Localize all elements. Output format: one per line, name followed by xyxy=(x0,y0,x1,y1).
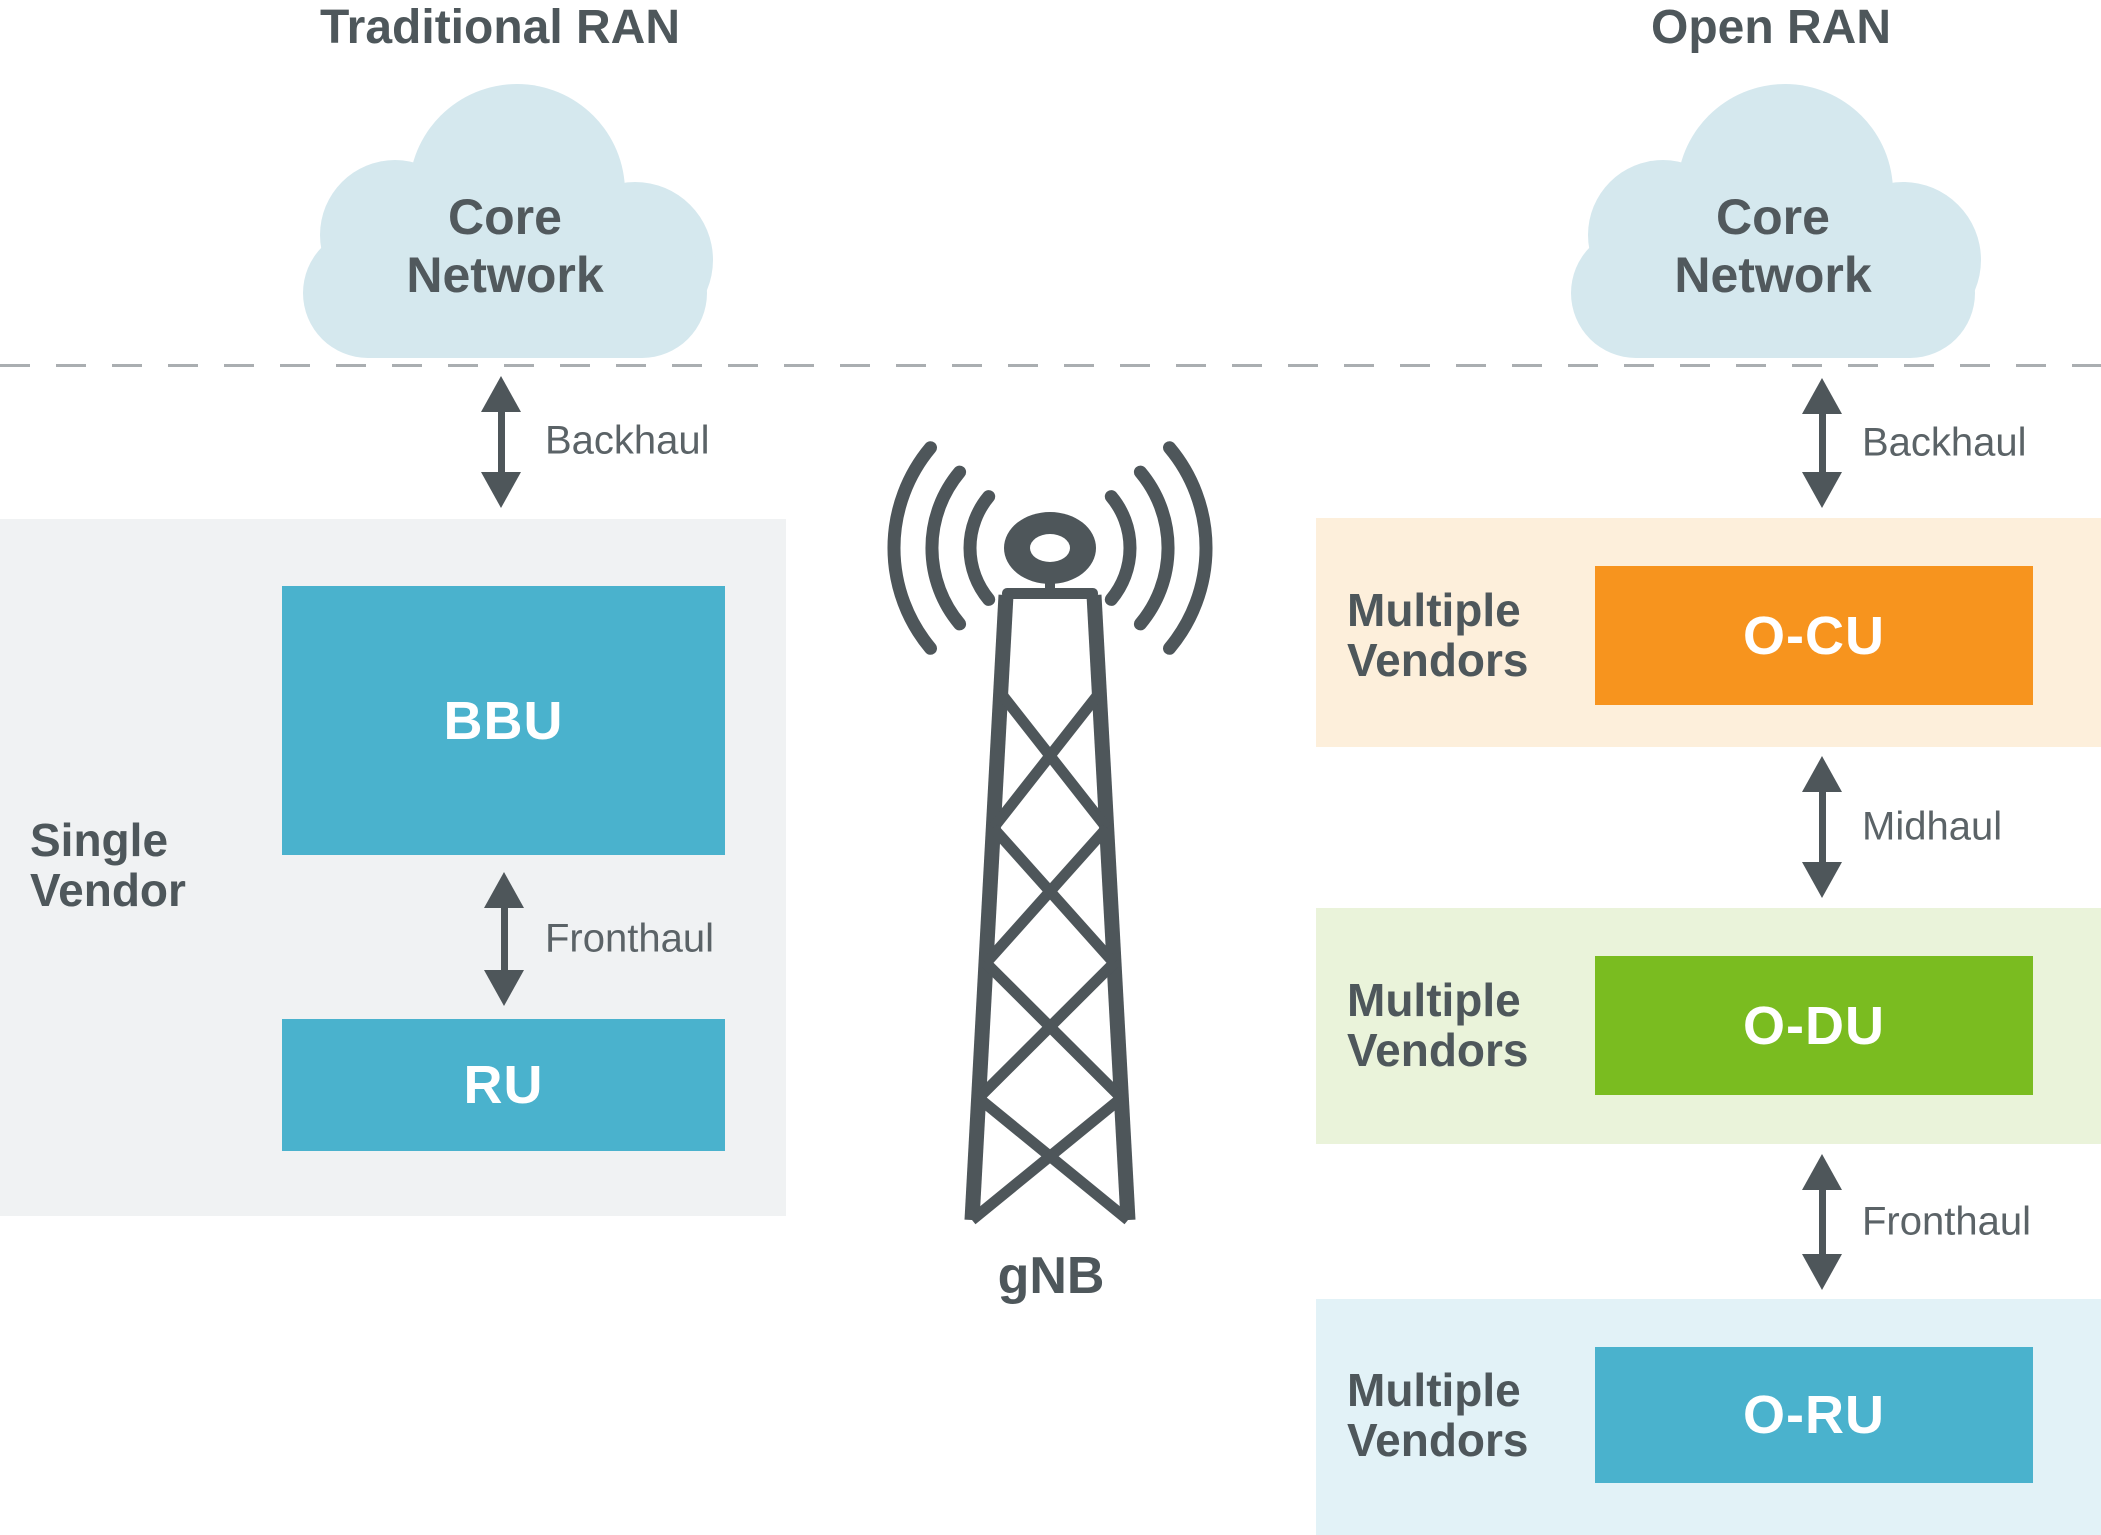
arrow-shaft xyxy=(1818,1182,1826,1262)
fronthaul-arrow-right-icon xyxy=(1802,1154,1842,1290)
arrow-shaft xyxy=(500,900,508,978)
multiple-vendors-label-ocu: Multiple Vendors xyxy=(1347,584,1529,686)
core-ran-boundary-dashed-line xyxy=(0,364,2101,367)
open-ran-title: Open RAN xyxy=(1651,1,1891,54)
bbu-box: BBU xyxy=(282,586,725,855)
backhaul-label-right: Backhaul xyxy=(1862,420,2027,465)
ru-label: RU xyxy=(463,1055,544,1115)
arrow-down-head-icon xyxy=(481,472,521,508)
single-vendor-label: Single Vendor xyxy=(30,814,186,916)
arrow-down-head-icon xyxy=(1802,472,1842,508)
core-network-cloud-right: Core Network xyxy=(1553,80,1993,365)
arrow-shaft xyxy=(497,404,505,480)
arrow-down-head-icon xyxy=(484,970,524,1006)
odu-label: O-DU xyxy=(1743,995,1885,1056)
ru-box: RU xyxy=(282,1019,725,1151)
fronthaul-arrow-left-icon xyxy=(484,872,524,1006)
cloud-icon xyxy=(1571,84,1981,358)
gnb-cell-tower-icon xyxy=(887,441,1213,1225)
arrow-shaft xyxy=(1818,784,1826,870)
oru-label: O-RU xyxy=(1743,1385,1885,1445)
gnb-label: gNB xyxy=(997,1247,1105,1305)
core-network-label-left: Core Network xyxy=(406,189,604,303)
arrow-down-head-icon xyxy=(1802,1254,1842,1290)
fronthaul-label-left: Fronthaul xyxy=(545,916,714,961)
ocu-label: O-CU xyxy=(1743,605,1885,666)
backhaul-arrow-left-icon xyxy=(481,376,521,508)
arrow-shaft xyxy=(1818,406,1826,480)
multiple-vendors-label-oru: Multiple Vendors xyxy=(1347,1364,1529,1466)
midhaul-label: Midhaul xyxy=(1862,804,2003,849)
odu-box: O-DU xyxy=(1595,956,2033,1095)
traditional-ran-title: Traditional RAN xyxy=(319,1,681,54)
backhaul-arrow-right-icon xyxy=(1802,378,1842,508)
multiple-vendors-label-odu: Multiple Vendors xyxy=(1347,974,1529,1076)
oru-box: O-RU xyxy=(1595,1347,2033,1483)
core-network-label-right: Core Network xyxy=(1674,189,1872,303)
bbu-label: BBU xyxy=(443,690,564,751)
fronthaul-label-right: Fronthaul xyxy=(1862,1199,2031,1244)
cloud-icon xyxy=(303,84,713,358)
arrow-down-head-icon xyxy=(1802,862,1842,898)
core-network-cloud-left: Core Network xyxy=(285,80,725,365)
midhaul-arrow-icon xyxy=(1802,756,1842,898)
ocu-box: O-CU xyxy=(1595,566,2033,705)
backhaul-label-left: Backhaul xyxy=(545,418,710,463)
